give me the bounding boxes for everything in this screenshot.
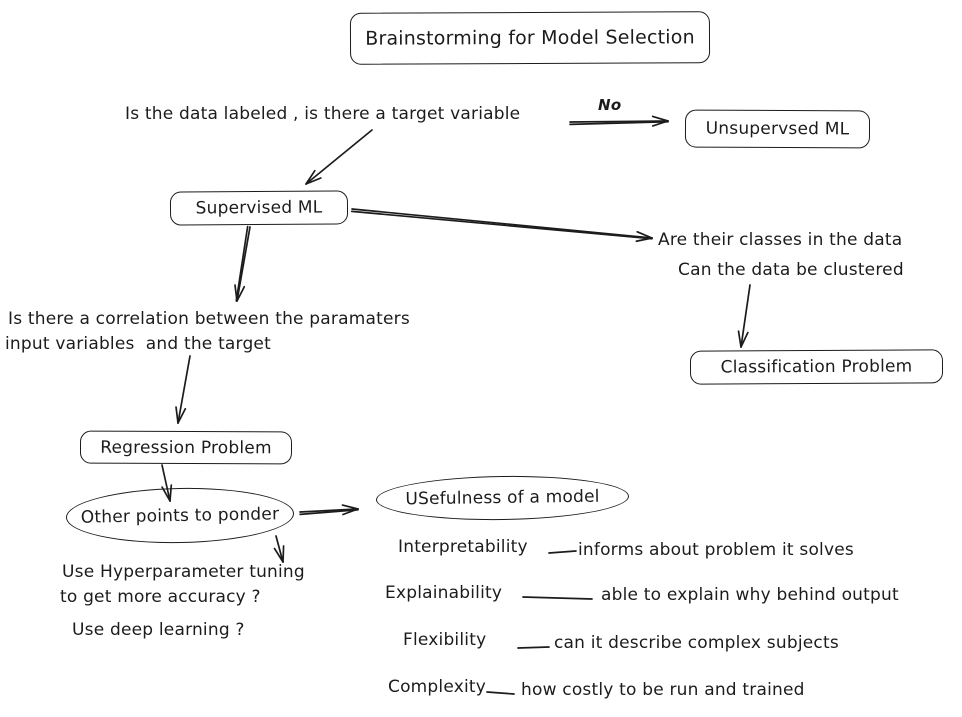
arrow-no-to-unsupervised bbox=[569, 120, 669, 123]
question-classes-line2[interactable]: Can the data be clustered bbox=[678, 260, 904, 280]
arrow-ponder-to-usefulness-head-0 bbox=[342, 508, 359, 516]
question-correlation-line2[interactable]: input variables and the target bbox=[5, 334, 271, 354]
arrow-question-to-supervised-head-1 bbox=[305, 177, 322, 185]
question-classes-line1[interactable]: Are their classes in the data bbox=[658, 230, 903, 250]
usefulness-of-a-model-label: USefulness of a model bbox=[405, 486, 600, 510]
arrow-ponder-to-notes bbox=[275, 535, 284, 563]
supervised-ml-label: Supervised ML bbox=[195, 197, 323, 219]
node-classification-problem[interactable]: Classification Problem bbox=[689, 349, 944, 385]
dash-complexity bbox=[486, 691, 515, 695]
criteria-term-explainability[interactable]: Explainability bbox=[385, 583, 503, 603]
arrow-supervised-to-classes-head-1 bbox=[636, 230, 653, 239]
criteria-term-flexibility[interactable]: Flexibility bbox=[403, 630, 487, 650]
arrow-supervised-to-correlation-sketch bbox=[235, 225, 249, 302]
arrow-question-to-supervised bbox=[305, 129, 373, 185]
arrow-no-to-unsupervised-head-1 bbox=[651, 115, 669, 122]
regression-problem-label: Regression Problem bbox=[100, 437, 272, 458]
dash-explainability bbox=[522, 596, 593, 600]
criteria-term-complexity[interactable]: Complexity bbox=[388, 677, 487, 697]
arrow-question-to-supervised-head-0 bbox=[305, 169, 316, 185]
arrow-ponder-to-usefulness bbox=[299, 508, 359, 513]
arrow-ponder-to-usefulness-head-1 bbox=[341, 504, 359, 510]
criteria-desc-explainability[interactable]: able to explain why behind output bbox=[601, 585, 899, 605]
arrow-supervised-to-classes bbox=[351, 208, 653, 239]
title-label: Brainstorming for Model Selection bbox=[365, 26, 695, 50]
note-hyperparameter-line2[interactable]: to get more accuracy ? bbox=[60, 587, 261, 607]
question-data-labeled[interactable]: Is the data labeled , is there a target … bbox=[125, 104, 521, 124]
arrow-supervised-to-correlation bbox=[236, 226, 251, 302]
arrow-correlation-to-regression bbox=[177, 355, 191, 424]
arrow-regression-to-ponder-head-0 bbox=[161, 486, 171, 502]
criteria-desc-flexibility[interactable]: can it describe complex subjects bbox=[554, 633, 839, 653]
dash-interpretability bbox=[548, 550, 577, 554]
arrow-supervised-to-classes-sketch bbox=[350, 210, 653, 240]
arrow-correlation-to-regression-head-1 bbox=[177, 407, 187, 424]
arrow-no-to-unsupervised-sketch bbox=[569, 120, 669, 126]
arrow-correlation-to-regression-head-0 bbox=[175, 406, 179, 424]
arrow-ponder-to-notes-head-1 bbox=[282, 545, 285, 563]
node-supervised-ml[interactable]: Supervised ML bbox=[169, 190, 349, 226]
note-hyperparameter-line1[interactable]: Use Hyperparameter tuning bbox=[62, 562, 305, 582]
arrow-ponder-to-notes-head-0 bbox=[273, 547, 284, 563]
edge-label-no: No bbox=[598, 96, 622, 114]
arrow-supervised-to-correlation-head-0 bbox=[234, 284, 238, 302]
question-correlation-line1[interactable]: Is there a correlation between the param… bbox=[8, 309, 410, 329]
criteria-term-interpretability[interactable]: Interpretability bbox=[398, 537, 528, 557]
node-unsupervised-ml[interactable]: Unsupervsed ML bbox=[684, 109, 871, 149]
node-title[interactable]: Brainstorming for Model Selection bbox=[349, 11, 711, 65]
dash-flexibility bbox=[517, 646, 550, 649]
criteria-desc-interpretability[interactable]: informs about problem it solves bbox=[578, 540, 854, 560]
node-regression-problem[interactable]: Regression Problem bbox=[79, 430, 293, 465]
arrow-regression-to-ponder bbox=[161, 464, 171, 502]
arrow-supervised-to-classes-head-0 bbox=[635, 237, 653, 243]
unsupervised-ml-label: Unsupervsed ML bbox=[705, 118, 850, 140]
criteria-desc-complexity[interactable]: how costly to be run and trained bbox=[521, 680, 805, 700]
arrow-no-to-unsupervised-head-0 bbox=[651, 120, 669, 127]
arrow-classes-to-classification bbox=[740, 284, 751, 348]
arrow-supervised-to-correlation-head-1 bbox=[236, 285, 246, 302]
other-points-to-ponder-label: Other points to ponder bbox=[80, 503, 280, 528]
arrow-ponder-to-usefulness-sketch bbox=[299, 508, 359, 516]
arrow-classes-to-classification-head-1 bbox=[740, 331, 749, 348]
note-deep-learning[interactable]: Use deep learning ? bbox=[72, 620, 245, 640]
classification-problem-label: Classification Problem bbox=[720, 356, 913, 378]
arrow-classes-to-classification-head-0 bbox=[737, 330, 742, 348]
arrow-regression-to-ponder-head-1 bbox=[169, 484, 173, 502]
